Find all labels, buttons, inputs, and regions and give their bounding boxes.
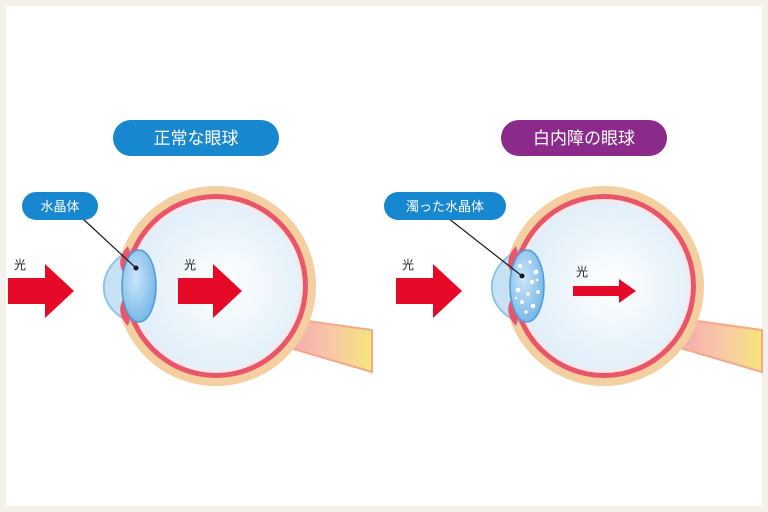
arrow-right-icon xyxy=(573,279,636,303)
panel-normal-eye: 正常な眼球 水晶体 光 光 xyxy=(8,120,373,386)
light-label-inside: 光 xyxy=(184,258,196,272)
leader-line-icon xyxy=(447,217,523,277)
callout-lens: 水晶体 xyxy=(22,192,98,220)
panel-cataract-eye: 白内障の眼球 xyxy=(384,120,763,386)
arrow-right-icon xyxy=(8,264,74,318)
callout-label: 水晶体 xyxy=(40,200,79,215)
panel-title: 白内障の眼球 xyxy=(533,129,635,149)
callout-label: 濁った水晶体 xyxy=(406,199,484,215)
arrow-right-icon xyxy=(396,264,462,318)
title-pill-cataract: 白内障の眼球 xyxy=(501,120,667,156)
leader-line-icon xyxy=(81,217,137,269)
light-label-outside: 光 xyxy=(14,258,26,272)
title-pill-normal: 正常な眼球 xyxy=(113,120,279,156)
eyeball-icon xyxy=(102,186,316,386)
panel-title: 正常な眼球 xyxy=(154,129,239,149)
light-label-inside: 光 xyxy=(576,265,588,279)
callout-clouded-lens: 濁った水晶体 xyxy=(384,192,506,220)
clouded-lens xyxy=(509,249,545,323)
arrow-right-icon xyxy=(178,264,242,318)
light-label-outside: 光 xyxy=(402,258,414,272)
lens xyxy=(121,249,157,323)
